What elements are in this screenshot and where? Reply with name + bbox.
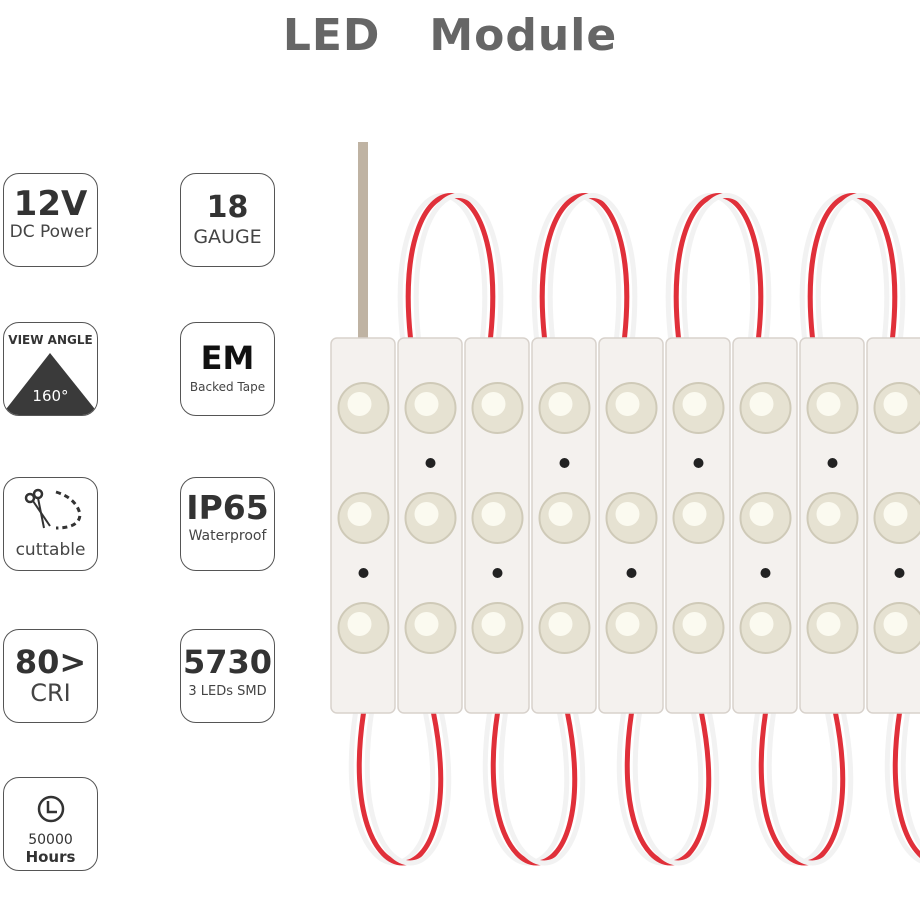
wire-loop-bottom (482, 712, 570, 866)
led-lens-highlight (347, 392, 372, 416)
page-title: LED Module (282, 10, 618, 61)
feature-waterproof: IP65 Waterproof (180, 477, 275, 571)
feature-cuttable: cuttable (3, 477, 98, 571)
wire-loop-top (539, 193, 630, 339)
led-lens-highlight (414, 502, 439, 526)
feature-tape: EM Backed Tape (180, 322, 275, 416)
tape-value: EM (200, 339, 255, 377)
led-lens-highlight (749, 392, 774, 416)
wire-loop-bottom (892, 712, 920, 858)
tape-label: Backed Tape (189, 380, 266, 394)
mounting-hole (425, 458, 436, 468)
led-lens-highlight (883, 392, 908, 416)
mounting-hole (492, 568, 503, 578)
cri-label: CRI (30, 679, 71, 707)
lifetime-label: Hours (25, 848, 76, 866)
wire-loop-top (681, 193, 772, 339)
led-lens-highlight (414, 612, 439, 636)
lifetime-value: 50000 (28, 832, 73, 848)
waterproof-label: Waterproof (188, 528, 267, 544)
wire-loop-top (673, 193, 764, 339)
led-lens-highlight (615, 502, 640, 526)
led-lens-highlight (481, 392, 506, 416)
feature-view-angle: VIEW ANGLE 160° (3, 322, 98, 416)
wire-loop-bottom (348, 712, 436, 866)
view-angle-value: 160° (32, 387, 69, 405)
led-lens-highlight (816, 392, 841, 416)
led-lens-highlight (615, 392, 640, 416)
led-module-photo (330, 142, 920, 866)
scissors-icon (24, 488, 82, 530)
led-lens-highlight (548, 612, 573, 636)
wire-loop-top (807, 193, 898, 339)
led-lens-highlight (548, 502, 573, 526)
mounting-hole (358, 568, 369, 578)
feature-gauge: 18 GAUGE (180, 173, 275, 267)
cuttable-label: cuttable (15, 540, 86, 560)
wire-loop-top (397, 193, 488, 339)
led-lens-highlight (883, 612, 908, 636)
feature-voltage: 12V DC Power (3, 173, 98, 267)
led-lens-highlight (682, 612, 707, 636)
gauge-value: 18 (206, 190, 249, 225)
led-lens-highlight (816, 612, 841, 636)
smd-value: 5730 (182, 643, 273, 681)
mounting-hole (827, 458, 838, 468)
wire-loop-top (799, 193, 890, 339)
wire-loop-top (413, 193, 504, 339)
led-lens-highlight (481, 502, 506, 526)
wire-loop-top (665, 193, 756, 339)
view-angle-label: VIEW ANGLE (8, 333, 93, 347)
led-lens-highlight (749, 612, 774, 636)
wire-loop-bottom (766, 712, 854, 866)
triangle-angle-icon (4, 353, 97, 415)
mounting-hole (693, 458, 704, 468)
clock-icon (37, 795, 65, 823)
wire-loop-bottom (750, 712, 838, 866)
led-lens-highlight (682, 392, 707, 416)
mounting-hole (894, 568, 905, 578)
led-lens-highlight (615, 612, 640, 636)
mounting-hole (760, 568, 771, 578)
cri-value: 80> (14, 643, 87, 681)
led-lens-highlight (414, 392, 439, 416)
wire-loop-bottom (364, 712, 452, 866)
wire-loop-bottom (616, 712, 704, 866)
led-lens-highlight (347, 502, 372, 526)
led-lens-highlight (481, 612, 506, 636)
led-lens-highlight (548, 392, 573, 416)
led-lens-highlight (883, 502, 908, 526)
wire-loop-top (531, 193, 622, 339)
wire-loop-bottom (900, 712, 920, 849)
mounting-hole (559, 458, 570, 468)
led-lens-highlight (816, 502, 841, 526)
gauge-label: GAUGE (193, 226, 262, 248)
led-lens-highlight (682, 502, 707, 526)
voltage-value: 12V (13, 184, 88, 224)
wire-stub (358, 142, 368, 342)
wire-loop-bottom (498, 712, 586, 866)
smd-label: 3 LEDs SMD (188, 684, 267, 699)
feature-smd: 5730 3 LEDs SMD (180, 629, 275, 723)
wire-loop-bottom (632, 712, 720, 866)
led-lens-highlight (347, 612, 372, 636)
wire-loop-top (405, 193, 496, 339)
feature-lifetime: 50000 Hours (3, 777, 98, 871)
wire-loop-bottom (884, 712, 920, 863)
led-lens-highlight (749, 502, 774, 526)
mounting-hole (626, 568, 637, 578)
wire-loop-top (547, 193, 638, 339)
waterproof-value: IP65 (186, 488, 269, 527)
feature-cri: 80> CRI (3, 629, 98, 723)
wire-loop-top (815, 193, 906, 339)
voltage-label: DC Power (9, 222, 92, 242)
